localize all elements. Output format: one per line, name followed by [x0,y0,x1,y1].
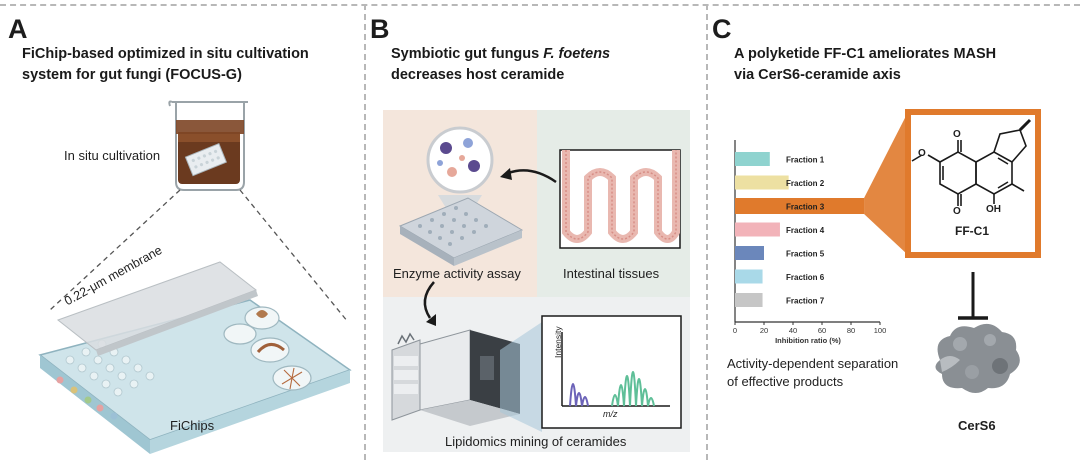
highlight-connector [864,112,908,255]
compound-oh: OH [986,204,1001,215]
compound-name: FF-C1 [955,224,989,238]
bar-label-fraction-4: Fraction 4 [786,226,825,235]
label-in-situ-cultivation: In situ cultivation [64,148,161,163]
bar-label-fraction-5: Fraction 5 [786,250,825,259]
x-tick-label: 100 [874,326,887,335]
panel-c-title-line2: via CerS6-ceramide axis [734,67,901,83]
bar-label-fraction-1: Fraction 1 [786,156,825,165]
compound-o2: O [953,206,961,217]
caption-line2: of effective products [727,374,844,389]
panel-a-title: FiChip-based optimized in situ cultivati… [22,44,309,86]
label-fichips: FiChips [170,418,215,433]
chart-xlabel: Inhibition ratio (%) [775,336,841,345]
mass-spectrum-plot [541,315,682,429]
panel-a-title-line1: FiChip-based optimized in situ cultivati… [22,46,309,62]
bar-label-fraction-7: Fraction 7 [786,297,825,306]
bar-fraction-4 [735,222,780,237]
spectrum-xlabel: m/z [603,409,618,419]
divider-b-c [706,4,708,460]
x-tick-label: 60 [818,326,826,335]
bar-fraction-1 [735,152,770,166]
bar-fraction-5 [735,246,764,260]
microplate-icon [398,197,524,266]
panel-c-title-line1: A polyketide FF-C1 ameliorates MASH [734,46,997,62]
protein-name: CerS6 [958,418,996,433]
panel-b-illustration [383,110,690,452]
divider-a-b [364,4,366,460]
cers6-protein-icon [935,323,1020,393]
caption-line1: Activity-dependent separation [727,356,899,371]
panel-c-title: A polyketide FF-C1 ameliorates MASH via … [734,44,996,86]
x-tick-label: 80 [847,326,855,335]
panel-a-letter: A [8,14,28,44]
panel-b-title-line1: Symbiotic gut fungus F. foetens [391,46,611,62]
bar-label-fraction-3: Fraction 3 [786,203,825,212]
top-dashed-border [0,4,1080,6]
bar-fraction-7 [735,293,763,307]
compound-o1: O [953,129,961,140]
bar-fraction-6 [735,269,763,284]
intestinal-villi-icon [559,149,681,249]
bar-label-fraction-6: Fraction 6 [786,273,825,282]
panel-b-title: Symbiotic gut fungus F. foetens decrease… [391,44,610,86]
ff-c1-structure-icon [911,118,1032,206]
bar-fraction-3 [735,198,865,214]
x-tick-label: 0 [733,326,737,335]
x-tick-label: 40 [789,326,797,335]
panel-a-title-line2: system for gut fungi (FOCUS-G) [22,67,242,83]
compound-o-methoxy: O [918,148,926,159]
label-intestinal-tissues: Intestinal tissues [563,266,660,281]
panel-a-illustration [38,100,352,454]
label-lipidomics: Lipidomics mining of ceramides [445,434,627,449]
bar-fraction-2 [735,175,789,190]
panel-b-title-line2: decreases host ceramide [391,67,565,83]
bar-label-fraction-2: Fraction 2 [786,179,825,188]
beaker-icon [168,100,248,191]
x-tick-label: 20 [760,326,768,335]
panel-c-letter: C [712,14,732,44]
label-enzyme-activity-assay: Enzyme activity assay [393,266,521,281]
panel-b-letter: B [370,14,390,44]
